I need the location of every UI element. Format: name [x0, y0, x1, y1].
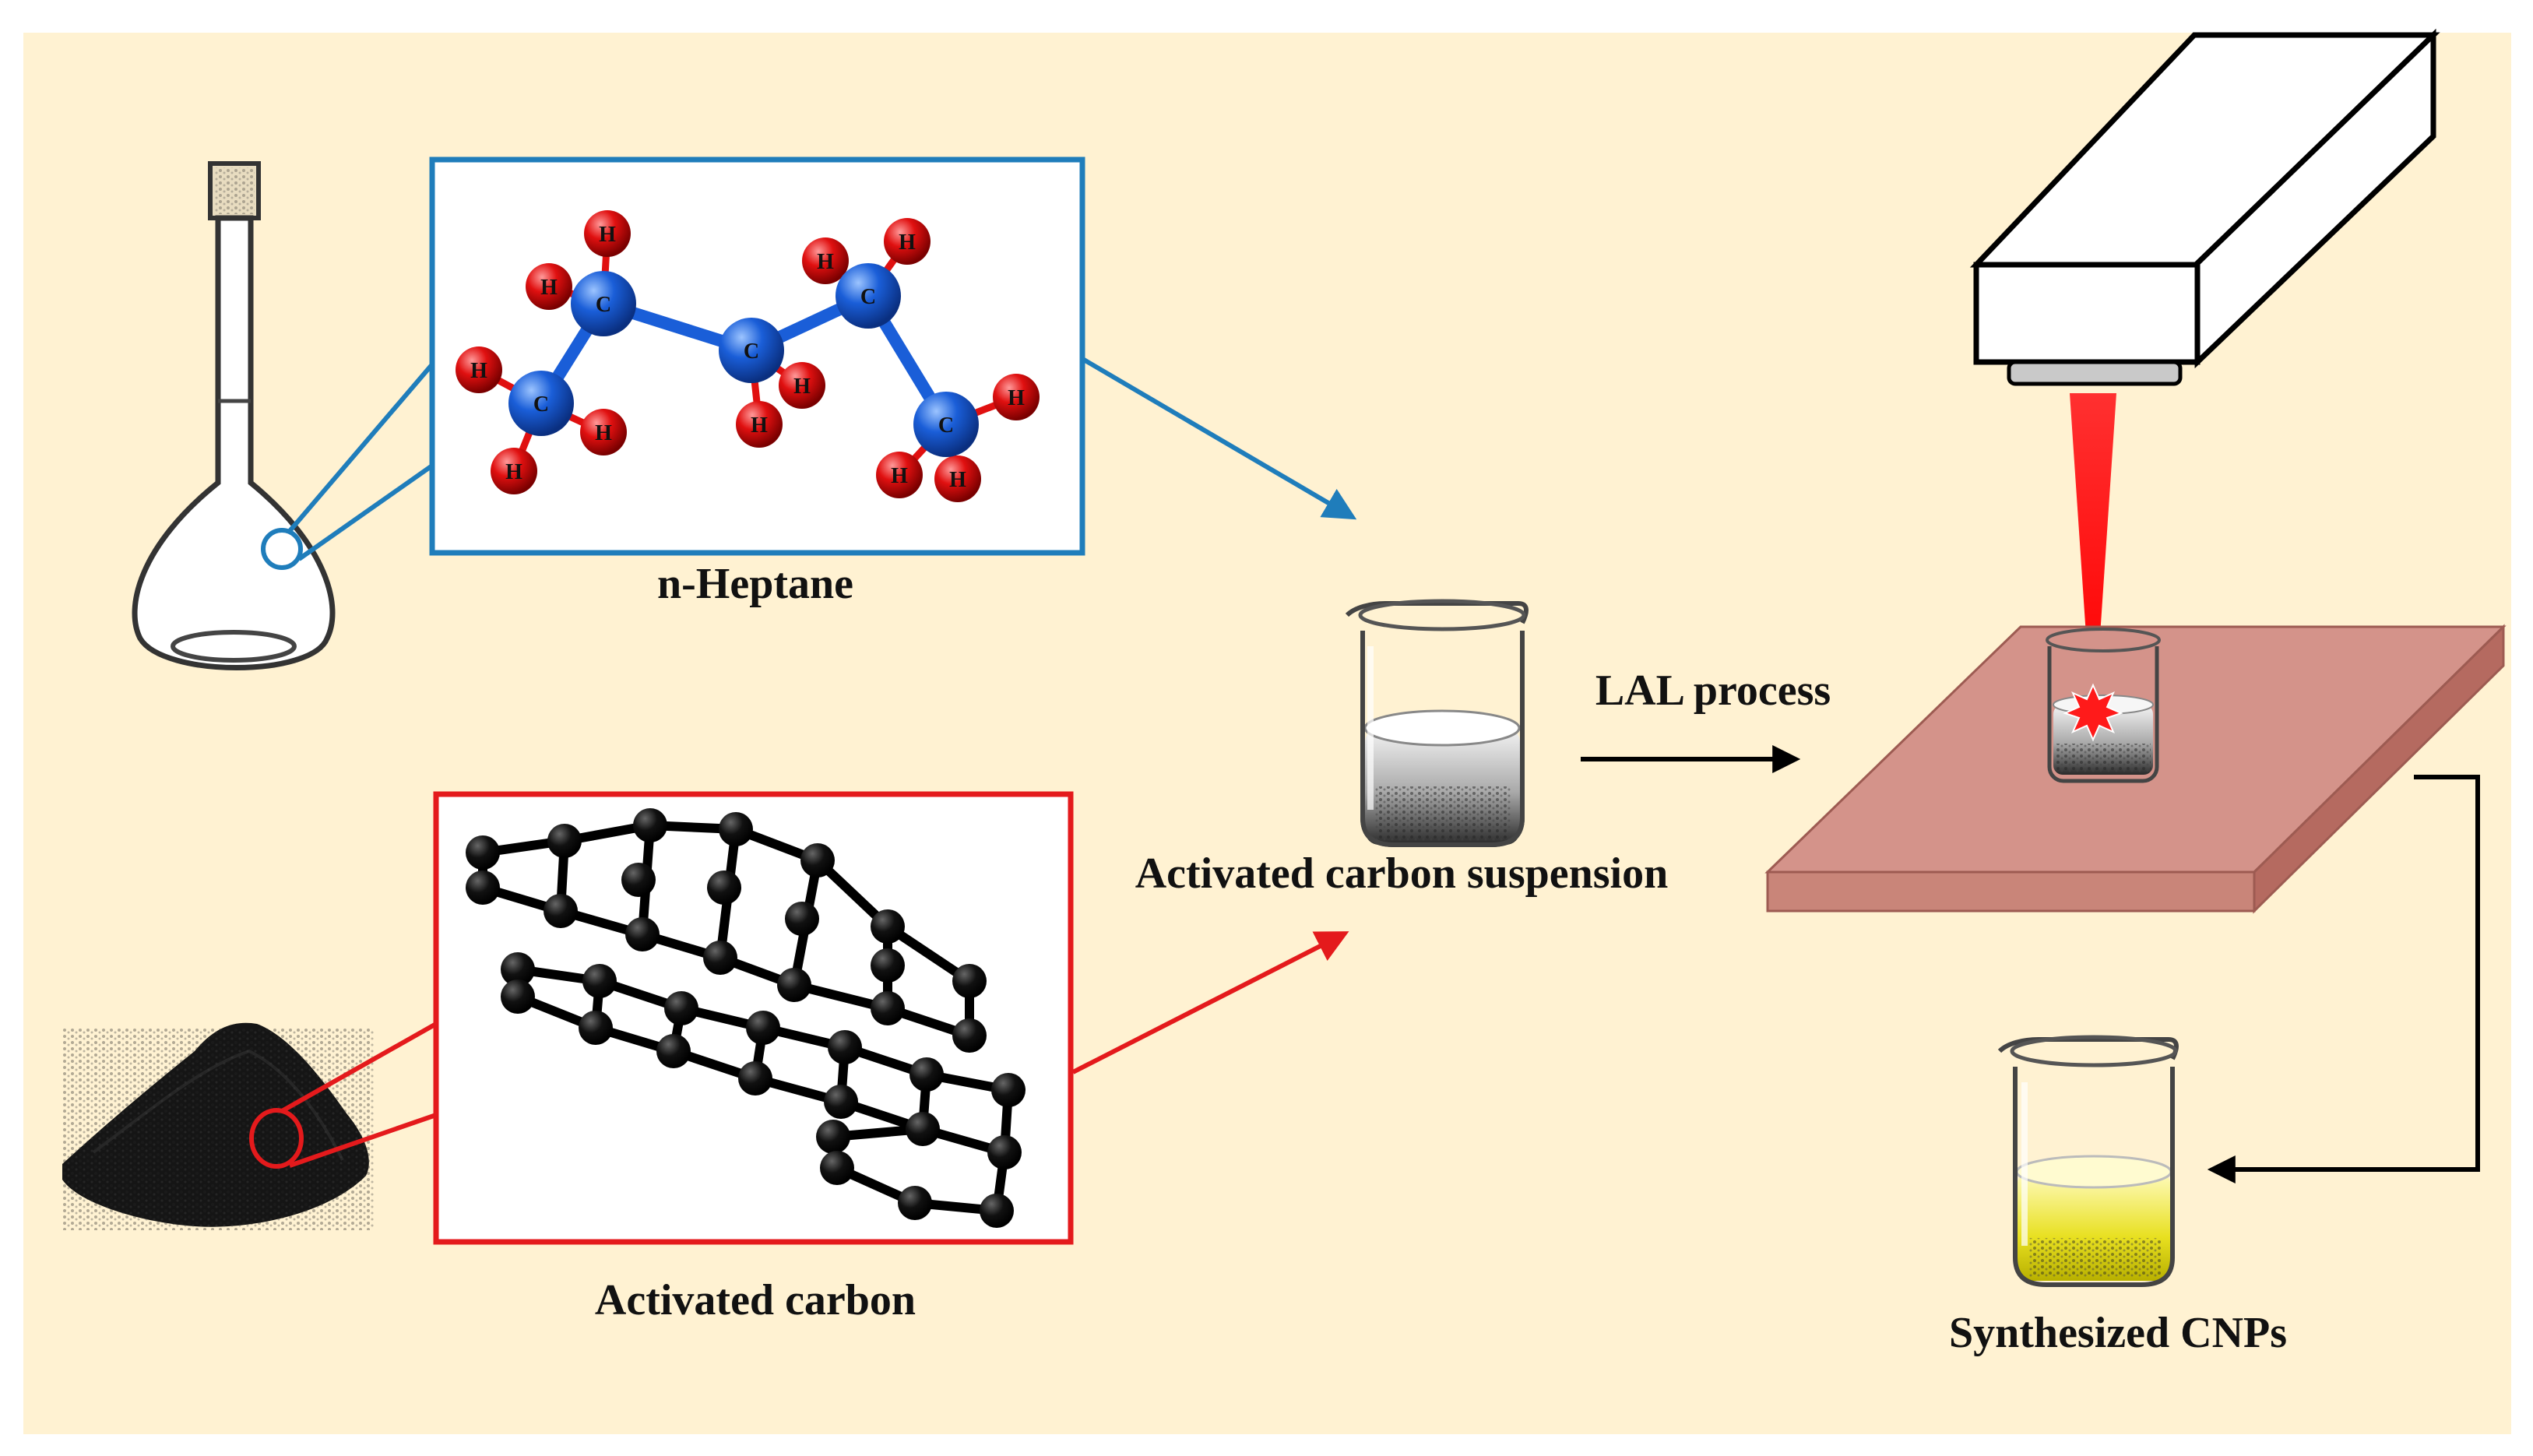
- atom-label-h: H: [505, 460, 522, 484]
- carbon-powder-pile: [62, 1022, 438, 1230]
- atom-label-h: H: [793, 375, 811, 399]
- atom-label-h: H: [899, 230, 916, 255]
- atom-label-h: H: [595, 421, 612, 445]
- suspension-label: Activated carbon suspension: [1135, 849, 1669, 898]
- atom-label-h: H: [540, 276, 558, 300]
- heptane-arrow: [1082, 357, 1357, 520]
- atom-label-c: C: [860, 285, 876, 309]
- laser-head: [1969, 28, 2440, 386]
- laser-beam: [2070, 393, 2116, 693]
- atom-label-c: C: [938, 413, 954, 438]
- synthesized-cnps-label: Synthesized CNPs: [1948, 1309, 2288, 1357]
- atom-label-c: C: [533, 392, 549, 417]
- atom-label-h: H: [949, 468, 966, 492]
- carbon-atoms: [508, 263, 979, 457]
- output-arrow: [2207, 775, 2480, 1183]
- carbon-lattice: [466, 808, 1026, 1228]
- volumetric-flask: [132, 161, 434, 670]
- suspension-beaker: [1345, 599, 1529, 847]
- atom-label-c: C: [596, 293, 611, 317]
- atom-label-h: H: [1008, 386, 1025, 410]
- laser-spark: [2063, 683, 2123, 742]
- heptane-molecule: C C C C C H H H H H H H H H H H H: [456, 210, 1040, 502]
- lal-process-label: LAL process: [1595, 666, 1831, 715]
- pile-zoom-circle: [249, 1108, 304, 1169]
- ablation-beaker: [2046, 628, 2161, 783]
- atom-label-h: H: [470, 359, 487, 383]
- flask-zoom-circle: [261, 528, 303, 570]
- atom-label-h: H: [751, 413, 768, 438]
- cnp-beaker: [1997, 1035, 2179, 1287]
- carbon-arrow: [1071, 931, 1349, 1074]
- atom-label-h: H: [599, 223, 616, 247]
- heptane-label: n-Heptane: [657, 560, 853, 608]
- hydrogen-atoms: [456, 210, 1040, 502]
- atom-label-h: H: [891, 464, 908, 488]
- activated-carbon-label: Activated carbon: [594, 1276, 916, 1324]
- atom-label-c: C: [744, 339, 759, 364]
- atom-label-h: H: [817, 250, 834, 274]
